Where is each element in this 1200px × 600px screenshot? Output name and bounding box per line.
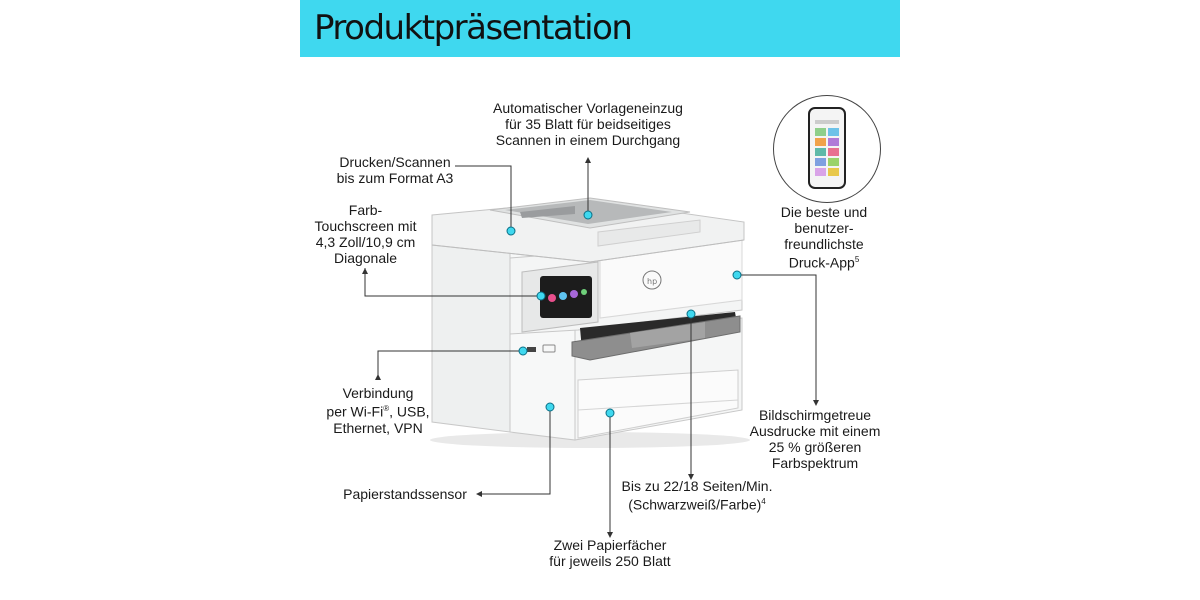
label-connectivity: Verbindung per Wi-Fi®, USB, Ethernet, VP… — [326, 385, 430, 436]
title-banner: Produktpräsentation — [300, 0, 900, 57]
smartphone-app-icon — [808, 107, 846, 189]
svg-text:hp: hp — [647, 277, 657, 286]
label-adf: Automatischer Vorlageneinzug für 35 Blat… — [493, 100, 683, 148]
label-speed: Bis zu 22/18 Seiten/Min. (Schwarzweiß/Fa… — [621, 478, 773, 513]
label-print-quality: Bildschirmgetreue Ausdrucke mit einem 25… — [749, 407, 881, 471]
label-app: Die beste und benutzer- freundlichste Dr… — [780, 204, 868, 271]
label-trays: Zwei Papierfächer für jeweils 250 Blatt — [549, 537, 671, 569]
hp-logo-icon — [642, 270, 662, 290]
page-title: Produktpräsentation — [314, 8, 633, 48]
label-print-scan: Drucken/Scannen bis zum Format A3 — [336, 154, 454, 186]
label-touchscreen: Farb- Touchscreen mit 4,3 Zoll/10,9 cm D… — [314, 202, 417, 266]
app-circle — [773, 95, 881, 203]
label-paper-sensor: Papierstandssensor — [343, 486, 467, 502]
